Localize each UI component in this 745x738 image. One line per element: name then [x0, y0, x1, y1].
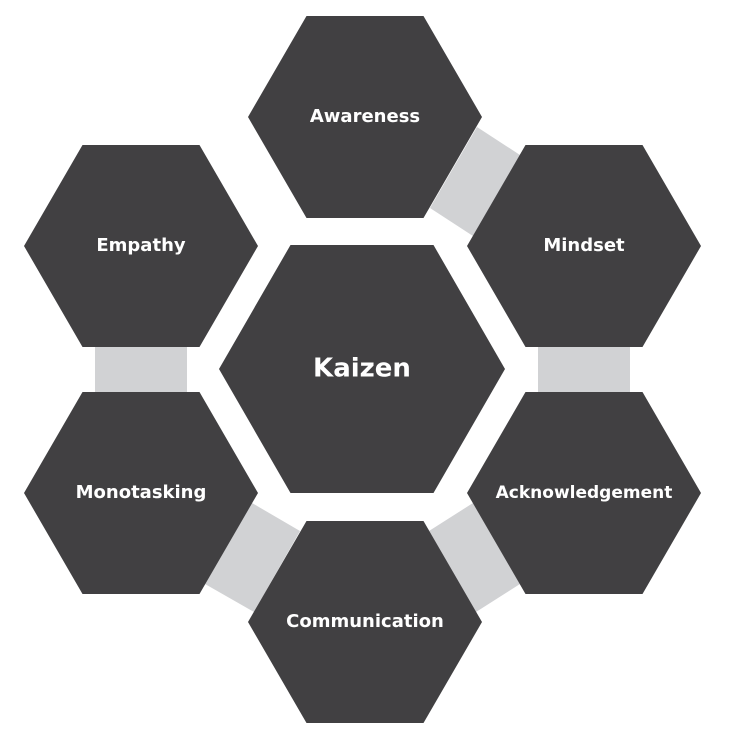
hexagon-shape	[248, 16, 482, 218]
hex-awareness: Awareness	[248, 16, 482, 218]
hexagon-label: Awareness	[310, 106, 420, 127]
hexagon-shape	[24, 145, 258, 347]
hexagon-shape	[467, 392, 701, 594]
hex-empathy: Empathy	[24, 145, 258, 347]
hex-communication: Communication	[248, 521, 482, 723]
hexagon-shape	[219, 245, 505, 493]
hexagon-label: Acknowledgement	[496, 483, 673, 503]
hexagon-label: Communication	[286, 611, 444, 632]
connector-monotasking-empathy	[95, 347, 187, 392]
hexagon-label: Kaizen	[313, 354, 411, 384]
connector-awareness-mindset	[430, 127, 520, 236]
hexagon-shape	[248, 521, 482, 723]
hex-monotasking: Monotasking	[24, 392, 258, 594]
hex-kaizen: Kaizen	[219, 245, 505, 493]
hexagon-label: Monotasking	[76, 482, 207, 503]
hex-acknowledgement: Acknowledgement	[467, 392, 701, 594]
connector-communication-monotasking	[205, 503, 300, 612]
connector-mindset-acknowledgement	[538, 347, 630, 392]
hex-mindset: Mindset	[467, 145, 701, 347]
connector-acknowledgement-communication	[429, 503, 520, 612]
hexagon-shape	[467, 145, 701, 347]
hexagon-label: Empathy	[96, 235, 186, 256]
connectors	[95, 127, 630, 612]
hexagon-label: Mindset	[543, 235, 625, 256]
hexagon-shape	[24, 392, 258, 594]
